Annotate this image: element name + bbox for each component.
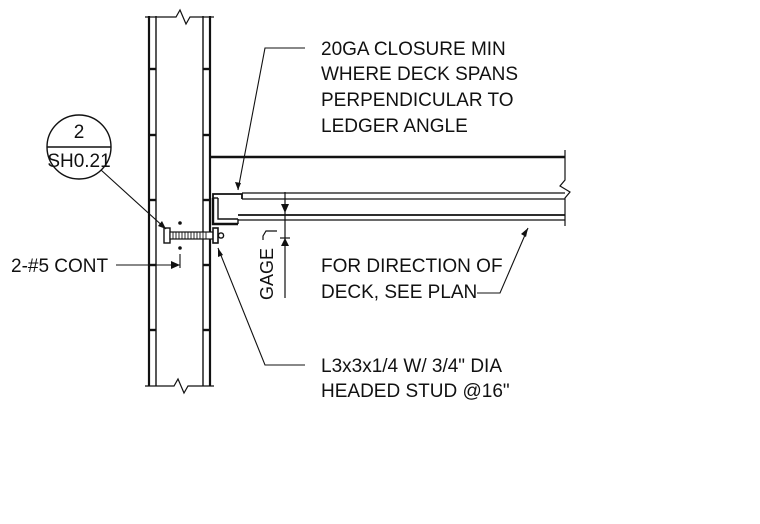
section-tag-number: 2 bbox=[74, 122, 85, 143]
mortar-joints bbox=[149, 67, 210, 332]
section-tag: 2 SH0.21 bbox=[46, 114, 112, 180]
headed-stud bbox=[163, 227, 225, 244]
gage-dimension bbox=[262, 192, 290, 298]
roof-deck bbox=[210, 150, 571, 226]
direction-note-line-2: DECK, SEE PLAN bbox=[321, 282, 477, 303]
rebar-note: 2-#5 CONT bbox=[11, 256, 109, 277]
section-tag-sheet: SH0.21 bbox=[47, 151, 110, 172]
rebar-bars bbox=[178, 221, 182, 250]
angle-note-line-1: L3x3x1/4 W/ 3/4" DIA bbox=[321, 356, 502, 377]
closure-note-line-2: WHERE DECK SPANS bbox=[321, 64, 518, 85]
closure-note-line-3: PERPENDICULAR TO bbox=[321, 90, 514, 111]
leader-lines bbox=[100, 47, 529, 366]
masonry-wall bbox=[145, 8, 214, 395]
ledger-angle bbox=[211, 197, 239, 226]
gage-label: GAGE bbox=[257, 248, 277, 300]
closure-plate bbox=[212, 193, 243, 199]
angle-note-line-2: HEADED STUD @16" bbox=[321, 381, 510, 402]
closure-note-line-1: 20GA CLOSURE MIN bbox=[321, 39, 506, 60]
leader-arrowheads bbox=[158, 182, 528, 269]
direction-note-line-1: FOR DIRECTION OF bbox=[321, 256, 503, 277]
closure-note-line-4: LEDGER ANGLE bbox=[321, 116, 468, 137]
